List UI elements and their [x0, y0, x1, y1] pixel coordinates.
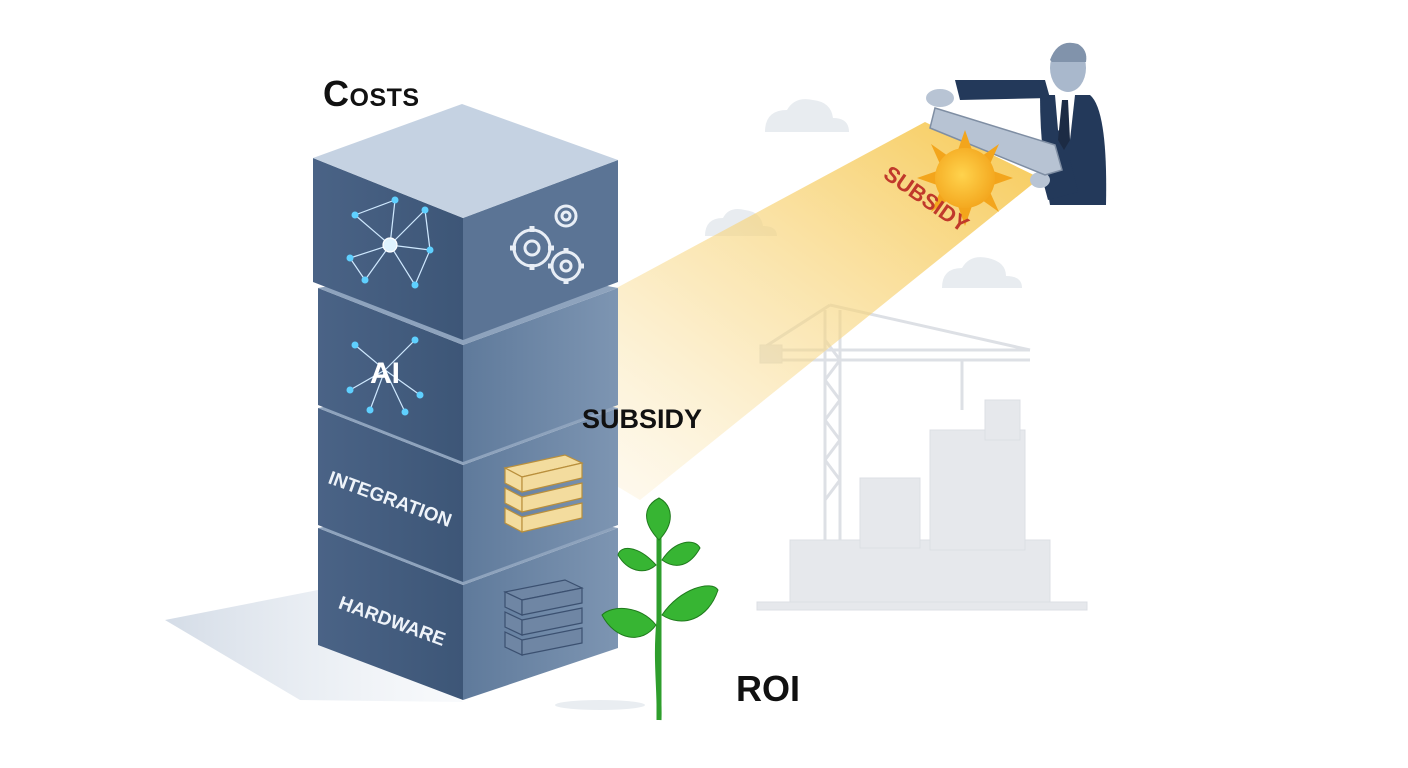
- sprout-plant-icon: [555, 497, 719, 721]
- stack-label-ai: AI: [370, 357, 400, 390]
- cloud-icon: [765, 99, 849, 132]
- server-rack-icon: [503, 579, 584, 656]
- cloud-icon: [942, 257, 1022, 288]
- cost-stack: AI INTEGRATION HARDWARE: [313, 104, 618, 700]
- neural-network-icon: [346, 196, 434, 289]
- costs-title: Costs: [323, 73, 420, 114]
- subsidy-label: SUBSIDY: [582, 404, 703, 434]
- stack-shadow: [165, 590, 463, 702]
- construction-skyline: [756, 303, 1088, 611]
- businessman-figure: [926, 42, 1107, 205]
- gears-icon: [510, 204, 584, 284]
- subsidy-light-beam: [520, 122, 1040, 500]
- ai-chip-icon: AI: [346, 336, 424, 416]
- server-stack-icon: [503, 454, 584, 533]
- spotlight-icon: [929, 107, 1063, 176]
- roi-label: ROI: [736, 668, 801, 709]
- sun-icon: [917, 130, 1013, 226]
